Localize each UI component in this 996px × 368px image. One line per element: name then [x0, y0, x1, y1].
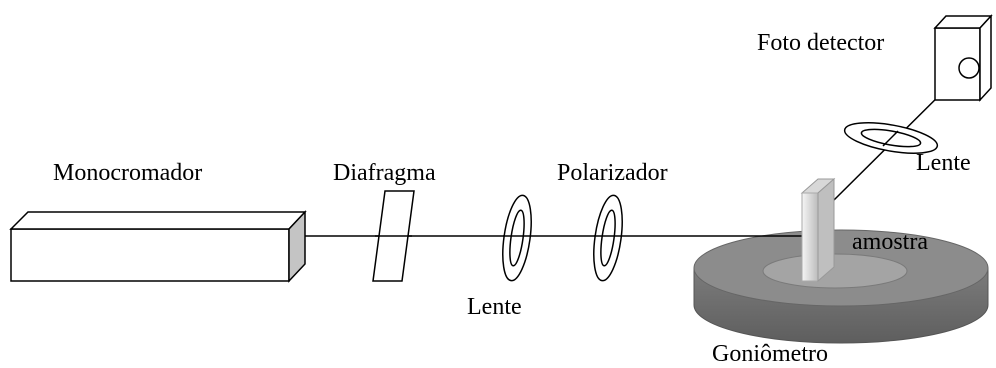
- photo-detector: [933, 14, 993, 102]
- sample-side: [817, 177, 835, 283]
- monochromator-box: [9, 210, 307, 283]
- goniometer-inner-recess: [762, 253, 908, 289]
- polarizer: [593, 194, 623, 282]
- monochromator-front: [10, 228, 290, 282]
- detector-aperture: [958, 57, 980, 79]
- detector-side: [979, 14, 992, 102]
- label-foto-detector: Foto detector: [757, 30, 884, 56]
- monochromator-top: [9, 211, 307, 230]
- monochromator-side: [288, 210, 306, 283]
- label-lente-input: Lente: [467, 294, 522, 320]
- label-monocromador: Monocromador: [53, 160, 202, 186]
- label-diafragma: Diafragma: [333, 160, 436, 186]
- beam-through-output-lens: [882, 130, 899, 147]
- sample-front: [801, 192, 819, 282]
- label-lente-output: Lente: [916, 150, 971, 176]
- label-polarizador: Polarizador: [557, 160, 668, 186]
- input-lens: [502, 194, 532, 282]
- goniometer: [693, 229, 989, 344]
- label-amostra: amostra: [852, 229, 928, 255]
- label-goniometro: Goniômetro: [712, 341, 828, 367]
- sample: [800, 177, 836, 283]
